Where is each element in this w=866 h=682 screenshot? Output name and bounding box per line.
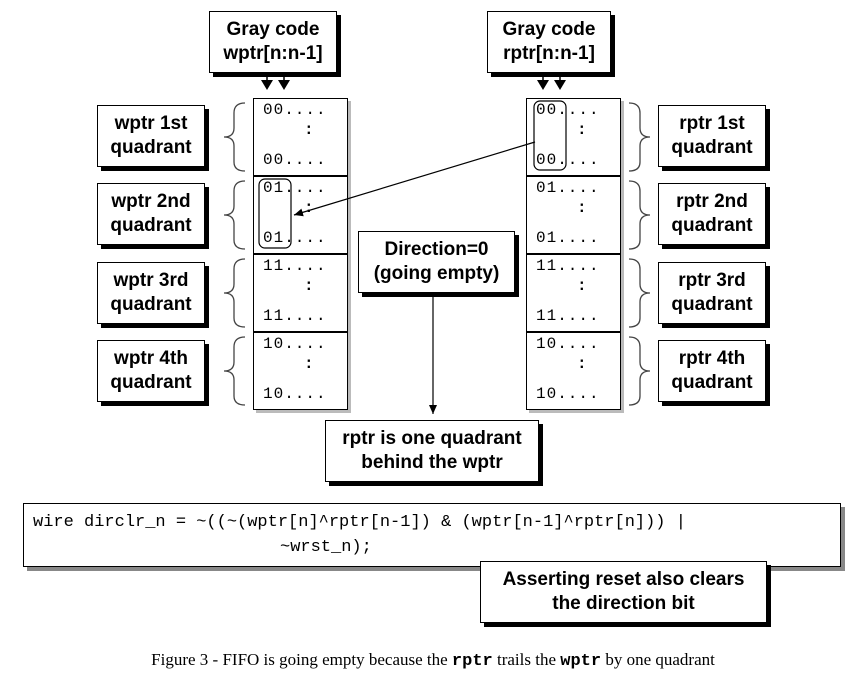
wptr-quadrant-cell-1: 00.... : 00.... <box>253 98 348 176</box>
label-line1: wptr 3rd <box>113 270 189 291</box>
rptr-gray-code-header: Gray code rptr[n:n-1] <box>487 11 611 73</box>
label-line2: quadrant <box>671 294 753 315</box>
cell-bottom-value: 10.... <box>263 385 327 403</box>
label-line2: quadrant <box>110 294 192 315</box>
label-line2: quadrant <box>110 137 192 158</box>
cell-bottom-value: 01.... <box>536 229 600 247</box>
wptr-quadrant-label-1: wptr 1st quadrant <box>97 105 205 167</box>
wptr-quadrant-label-4: wptr 4th quadrant <box>97 340 205 402</box>
caption-term-wptr: wptr <box>560 652 602 671</box>
label-line1: wptr 1st <box>114 113 188 134</box>
caption-prefix: Figure 3 - FIFO is going empty because t… <box>151 650 452 669</box>
rptr-quadrant-cell-3: 11.... : 11.... <box>526 254 621 332</box>
rptr-quadrant-label-3: rptr 3rd quadrant <box>658 262 766 324</box>
cell-bottom-value: 00.... <box>263 151 327 169</box>
label-line1: rptr 2nd <box>676 191 748 212</box>
rptr-quadrant-cell-1: 00.... : 00.... <box>526 98 621 176</box>
cell-ellipsis: : <box>304 277 314 295</box>
result-box: rptr is one quadrant behind the wptr <box>325 420 539 482</box>
rptr-header-line2: rptr[n:n-1] <box>503 43 595 64</box>
rptr-braces <box>628 102 651 406</box>
cell-bottom-value: 00.... <box>536 151 600 169</box>
reset-note-line2: the direction bit <box>552 593 695 614</box>
wptr-header-line2: wptr[n:n-1] <box>223 43 323 64</box>
wptr-header-line1: Gray code <box>226 19 320 40</box>
reset-note-line1: Asserting reset also clears <box>502 569 745 590</box>
rptr-first-quadrant-highlight <box>533 100 567 171</box>
wptr-braces <box>223 102 246 406</box>
cell-top-value: 01.... <box>536 179 600 197</box>
rptr-quadrant-label-1: rptr 1st quadrant <box>658 105 766 167</box>
cell-top-value: 11.... <box>263 257 327 275</box>
wptr-second-quadrant-highlight <box>258 178 292 249</box>
cell-top-value: 11.... <box>536 257 600 275</box>
reset-note-box: Asserting reset also clears the directio… <box>480 561 767 623</box>
code-line-2: ~wrst_n); <box>280 538 372 557</box>
cell-bottom-value: 10.... <box>536 385 600 403</box>
cell-ellipsis: : <box>577 199 587 217</box>
rptr-quadrant-cell-4: 10.... : 10.... <box>526 332 621 410</box>
label-line2: quadrant <box>110 215 192 236</box>
cell-top-value: 10.... <box>536 335 600 353</box>
cell-bottom-value: 11.... <box>536 307 600 325</box>
caption-suffix: by one quadrant <box>601 650 715 669</box>
label-line2: quadrant <box>671 372 753 393</box>
wptr-header-arrows <box>261 74 290 90</box>
verilog-code-box: wire dirclr_n = ~((~(wptr[n]^rptr[n-1]) … <box>23 503 841 567</box>
label-line1: wptr 4th <box>114 348 188 369</box>
direction-box: Direction=0 (going empty) <box>358 231 515 293</box>
wptr-quadrant-cell-3: 11.... : 11.... <box>253 254 348 332</box>
label-line2: quadrant <box>671 137 753 158</box>
wptr-quadrant-cell-4: 10.... : 10.... <box>253 332 348 410</box>
cell-ellipsis: : <box>304 355 314 373</box>
rptr-to-wptr-arrow <box>293 141 536 217</box>
cell-top-value: 10.... <box>263 335 327 353</box>
cell-bottom-value: 11.... <box>263 307 327 325</box>
caption-term-rptr: rptr <box>451 652 493 671</box>
label-line2: quadrant <box>110 372 192 393</box>
wptr-gray-code-header: Gray code wptr[n:n-1] <box>209 11 337 73</box>
caption-middle: trails the <box>492 650 561 669</box>
rptr-quadrant-cell-2: 01.... : 01.... <box>526 176 621 254</box>
label-line1: rptr 4th <box>678 348 746 369</box>
wptr-quadrant-label-3: wptr 3rd quadrant <box>97 262 205 324</box>
cell-ellipsis: : <box>304 121 314 139</box>
rptr-quadrant-label-4: rptr 4th quadrant <box>658 340 766 402</box>
result-line2: behind the wptr <box>361 452 503 473</box>
cell-ellipsis: : <box>577 355 587 373</box>
wptr-quadrant-label-2: wptr 2nd quadrant <box>97 183 205 245</box>
label-line1: rptr 1st <box>679 113 745 134</box>
label-line2: quadrant <box>671 215 753 236</box>
cell-bottom-value: 01.... <box>263 229 327 247</box>
cell-ellipsis: : <box>304 199 314 217</box>
direction-line2: (going empty) <box>373 263 500 284</box>
cell-top-value: 00.... <box>536 101 600 119</box>
figure-caption: Figure 3 - FIFO is going empty because t… <box>0 650 866 671</box>
result-line1: rptr is one quadrant <box>342 428 522 449</box>
rptr-quadrant-label-2: rptr 2nd quadrant <box>658 183 766 245</box>
code-line-1: wire dirclr_n = ~((~(wptr[n]^rptr[n-1]) … <box>33 513 686 532</box>
rptr-header-line1: Gray code <box>502 19 596 40</box>
cell-top-value: 01.... <box>263 179 327 197</box>
rptr-header-arrows <box>537 74 566 90</box>
label-line1: rptr 3rd <box>678 270 746 291</box>
cell-ellipsis: : <box>577 121 587 139</box>
cell-top-value: 00.... <box>263 101 327 119</box>
direction-line1: Direction=0 <box>384 239 489 260</box>
label-line1: wptr 2nd <box>111 191 191 212</box>
cell-ellipsis: : <box>577 277 587 295</box>
